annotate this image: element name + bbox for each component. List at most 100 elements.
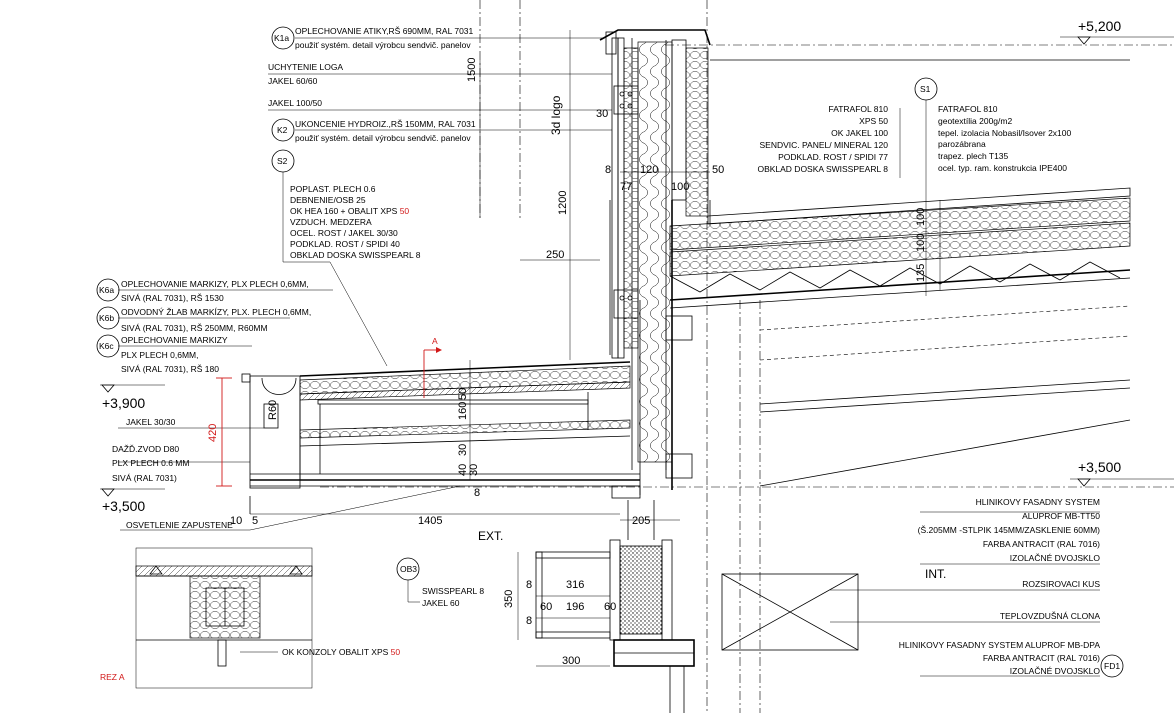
svg-text:8: 8 [474,487,480,499]
svg-text:K2: K2 [277,125,288,135]
downpipe-2: PLX PLECH 0.6 MM [112,458,189,468]
tag-k6c: K6c [96,334,120,358]
tag-k6b: K6b [96,306,120,330]
elevation-left-upper: +3,900 [100,384,165,411]
svg-text:K6b: K6b [99,313,114,323]
tag-fd1: FD1 [1100,654,1124,678]
tag-s1: S1 [914,77,938,101]
svg-text:8: 8 [526,615,532,627]
k2-line2: použiť systém. detail výrobcu sendvič. p… [295,133,471,143]
exterior-label: EXT. [478,529,503,543]
k6b-line2: SIVÁ (RAL 7031), RŠ 250MM, R60MM [121,323,268,333]
facade2-line2: FARBA ANTRACIT (RAL 7016) [983,653,1100,663]
svg-text:K6c: K6c [99,341,114,351]
dimension-texts: 1500 30 8 77 120 100 50 1200 250 100 100… [207,58,927,667]
k6c-line1: OPLECHOVANIE MARKIZY [121,335,228,345]
svg-text:100: 100 [671,181,689,193]
jakel-30-30: JAKEL 30/30 [126,417,176,427]
logo-mount: UCHYTENIE LOGA [268,62,343,72]
facade1-line5: IZOLAČNÉ DVOJSKLO [1010,553,1101,563]
s1-layer-2: geotextília 200g/m2 [938,116,1012,126]
svg-text:50: 50 [457,388,469,400]
expansion-piece: ROZSIROVACI KUS [1022,579,1100,589]
wall-layer-2: XPS 50 [859,116,888,126]
canopy [241,361,641,514]
s1-layer-3: tepel. izolacia Nobasil/Isover 2x100 [938,128,1072,138]
facade1-line3: (Š.205MM -STLPIK 145MM/ZASKLENIE 60MM) [918,525,1100,535]
svg-text:100: 100 [915,208,927,226]
tag-ob3: OB3 [396,557,420,581]
svg-text:OB3: OB3 [400,564,417,574]
downpipe-3: SIVÁ (RAL 7031) [112,473,177,483]
wall-layer-6: OBKLAD DOSKA SWISSPEARL 8 [757,164,888,174]
s2-layer-3: VZDUCH. MEDZERA [290,217,372,227]
svg-text:100: 100 [915,234,927,252]
elevation-mid-right: +3,500 [1070,459,1174,487]
wall-layer-5: PODKLAD. ROST / SPIDI 77 [778,152,888,162]
s2-layer-hea: OK HEA 160 + OBALIT XPS 50 [290,206,409,216]
s2-layer-4: OCEL. ROST / JAKEL 30/30 [290,228,398,238]
parapet-wall [599,29,711,495]
tag-s2: S2 [271,149,295,173]
facade1-line1: HLINIKOVY FASADNY SYSTEM [976,497,1100,507]
k6b-line1: ODVODNÝ ŽLAB MARKÍZY, PLX. PLECH 0,6MM, [121,307,311,317]
s1-layer-5: trapez. plech T135 [938,151,1009,161]
facade1-line4: FARBA ANTRACIT (RAL 7016) [983,539,1100,549]
section-mark-a: A [423,336,442,398]
k6c-line3: SIVÁ (RAL 7031), RŠ 180 [121,364,219,374]
downpipe-1: DAŽĎ.ZVOD D80 [112,444,179,454]
svg-text:S2: S2 [277,156,288,166]
s2-layer-5: PODKLAD. ROST / SPIDI 40 [290,239,400,249]
facade1-line2: ALUPROF MB-TT50 [1022,511,1100,521]
svg-text:5: 5 [252,515,258,527]
logo-jakel: JAKEL 60/60 [268,76,318,86]
jakel-100-50: JAKEL 100/50 [268,98,322,108]
svg-text:60: 60 [604,601,616,613]
svg-text:8: 8 [526,579,532,591]
svg-text:K6a: K6a [99,285,114,295]
tag-k1a: K1a [271,26,295,50]
section-label-rez-a: REZ A [100,672,125,682]
k6a-line1: OPLECHOVANIE MARKIZY, PLX PLECH 0,6MM, [121,279,309,289]
s2-layer-2: DEBNENIE/OSB 25 [290,195,366,205]
s1-layer-6: ocel. typ. ram. konstrukcia IPE400 [938,163,1067,173]
wall-layer-4: SENDVIC. PANEL/ MINERAL 120 [760,140,889,150]
svg-text:60: 60 [540,601,552,613]
tag-k6a: K6a [96,278,120,302]
inset-section-rez-a [135,547,313,689]
svg-text:S1: S1 [920,84,931,94]
svg-text:1500: 1500 [466,58,478,82]
lower-facade [535,500,859,713]
ob3-line2: JAKEL 60 [422,598,460,608]
k6c-line2: PLX PLECH 0,6MM, [121,350,198,360]
elevation-mid-right-label: +3,500 [1078,459,1121,475]
leader-lines [118,37,1100,677]
svg-text:R60: R60 [267,400,279,420]
facade2-line3: IZOLAČNÉ DVOJSKLO [1010,666,1101,676]
logo-3d: 3d logo [549,95,563,135]
svg-text:196: 196 [566,601,584,613]
svg-text:205: 205 [632,515,650,527]
svg-text:420: 420 [207,424,219,442]
wall-layer-3: OK JAKEL 100 [831,128,888,138]
svg-text:1200: 1200 [557,191,569,215]
k1a-line1: OPLECHOVANIE ATIKY,RŠ 690MM, RAL 7031 [295,26,474,36]
elevation-top: +5,200 [1060,18,1174,45]
svg-text:10: 10 [230,515,242,527]
elevation-left-upper-label: +3,900 [102,395,145,411]
interior-label: INT. [925,567,946,581]
svg-text:30: 30 [468,464,480,476]
svg-text:135: 135 [915,264,927,282]
elevation-top-label: +5,200 [1078,18,1121,34]
s1-layer-4: parozábrana [938,139,986,149]
tag-k2: K2 [271,118,295,142]
svg-text:40: 40 [457,464,469,476]
svg-text:300: 300 [562,655,580,667]
facade2-line1: HLINIKOVY FASADNY SYSTEM ALUPROF MB-DPA [899,640,1101,650]
svg-text:120: 120 [640,164,658,176]
svg-text:350: 350 [503,590,515,608]
s2-layer-6: OBKLAD DOSKA SWISSPEARL 8 [290,250,421,260]
s2-layer-1: POPLAST. PLECH 0.6 [290,184,376,194]
svg-text:1405: 1405 [418,515,442,527]
